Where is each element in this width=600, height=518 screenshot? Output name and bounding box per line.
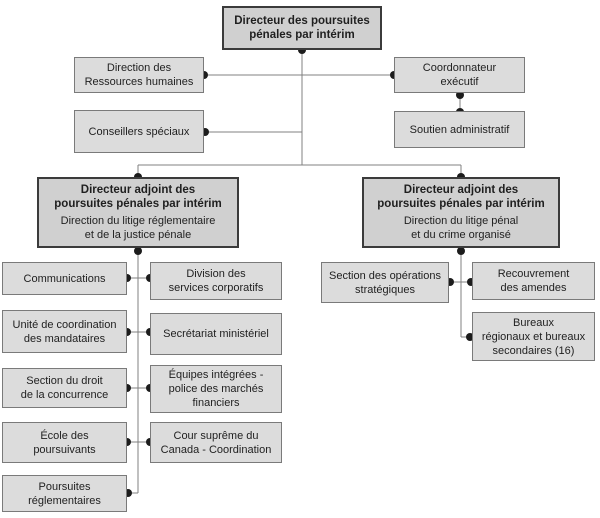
node-prosecutors-school: École des poursuivants [2,422,127,463]
node-label: Équipes intégrées - police des marchés f… [168,369,264,409]
node-corporate-services-division: Division des services corporatifs [150,262,282,300]
node-ministerial-secretariat: Secrétariat ministériel [150,313,282,355]
node-deputy-criminal: Directeur adjoint des poursuites pénales… [362,177,560,248]
node-label: Section du droit de la concurrence [20,375,109,401]
node-label: Division des services corporatifs [168,268,264,294]
node-strategic-operations-section: Section des opérations stratégiques [321,262,449,303]
node-agent-coordination-unit: Unité de coordination des mandataires [2,310,127,353]
node-communications: Communications [2,262,127,295]
node-label: École des poursuivants [33,429,96,456]
node-special-advisors: Conseillers spéciaux [74,110,204,153]
node-sublabel: Direction du litige pénal et du crime or… [403,215,519,241]
node-regulatory-prosecutions: Poursuites réglementaires [2,475,127,512]
node-fine-recovery: Recouvrement des amendes [472,262,595,300]
node-human-resources: Direction des Ressources humaines [74,57,204,93]
node-regional-offices: Bureaux régionaux et bureaux secondaires… [472,312,595,361]
node-label: Soutien administratif [409,123,510,136]
node-director: Directeur des poursuites pénales par int… [222,6,382,50]
node-supreme-court-coordination: Cour suprême du Canada - Coordination [150,422,282,463]
node-label: Conseillers spéciaux [88,125,190,138]
node-integrated-market-enforcement-teams: Équipes intégrées - police des marchés f… [150,365,282,413]
node-label: Direction des Ressources humaines [84,62,194,88]
node-executive-coordinator: Coordonnateur exécutif [394,57,525,93]
node-sublabel: Direction du litige réglementaire et de … [60,215,216,241]
node-label: Directeur des poursuites pénales par int… [234,15,370,41]
node-label: Directeur adjoint des poursuites pénales… [54,184,222,210]
node-label: Directeur adjoint des poursuites pénales… [377,184,545,210]
node-label: Communications [23,272,106,285]
node-label: Section des opérations stratégiques [329,269,441,296]
node-label: Poursuites réglementaires [28,480,101,507]
node-label: Secrétariat ministériel [163,328,269,340]
node-competition-law-section: Section du droit de la concurrence [2,368,127,408]
node-deputy-regulatory: Directeur adjoint des poursuites pénales… [37,177,239,248]
node-label: Bureaux régionaux et bureaux secondaires… [481,316,586,357]
node-label: Unité de coordination des mandataires [12,318,117,345]
node-label: Recouvrement des amendes [497,268,570,294]
node-admin-support: Soutien administratif [394,111,525,148]
node-label: Coordonnateur exécutif [422,62,497,88]
node-label: Cour suprême du Canada - Coordination [160,429,272,456]
